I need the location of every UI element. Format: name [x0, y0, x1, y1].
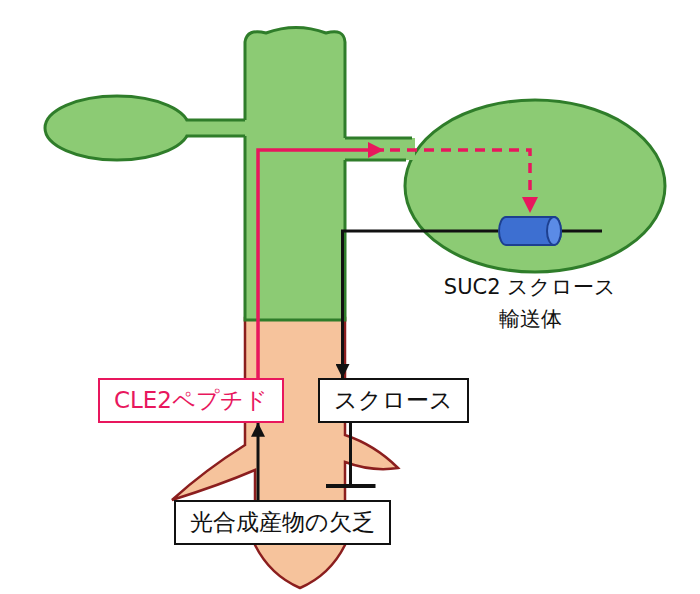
connector-line: [257, 423, 260, 500]
left-petiole-edge: [186, 120, 245, 136]
root: [172, 318, 398, 588]
connector-line: [343, 231, 499, 378]
deficiency-box: 光合成産物の欠乏: [174, 500, 391, 545]
connector: [258, 423, 259, 500]
node-label: CLE2ペプチド: [114, 386, 268, 415]
stem: [245, 28, 345, 321]
connector: [350, 423, 351, 486]
node-label: スクロース: [334, 386, 453, 415]
right-cotyledon: [405, 100, 665, 272]
connector: [258, 150, 530, 378]
connector-line: [390, 150, 530, 213]
left-petiole: [186, 120, 247, 136]
transporter-node: SUC2 スクロース輸送体: [438, 214, 623, 335]
transporter-cylinder: [498, 214, 562, 248]
connector-line: [349, 423, 352, 486]
connector: [343, 231, 499, 378]
peptide-box: CLE2ペプチド: [98, 378, 284, 423]
node-label: 光合成産物の欠乏: [190, 508, 375, 537]
node-label: SUC2 スクロース輸送体: [438, 272, 623, 335]
sucrose-box: スクロース: [318, 378, 469, 423]
connector-line: [258, 150, 384, 378]
left-cotyledon: [45, 96, 189, 160]
